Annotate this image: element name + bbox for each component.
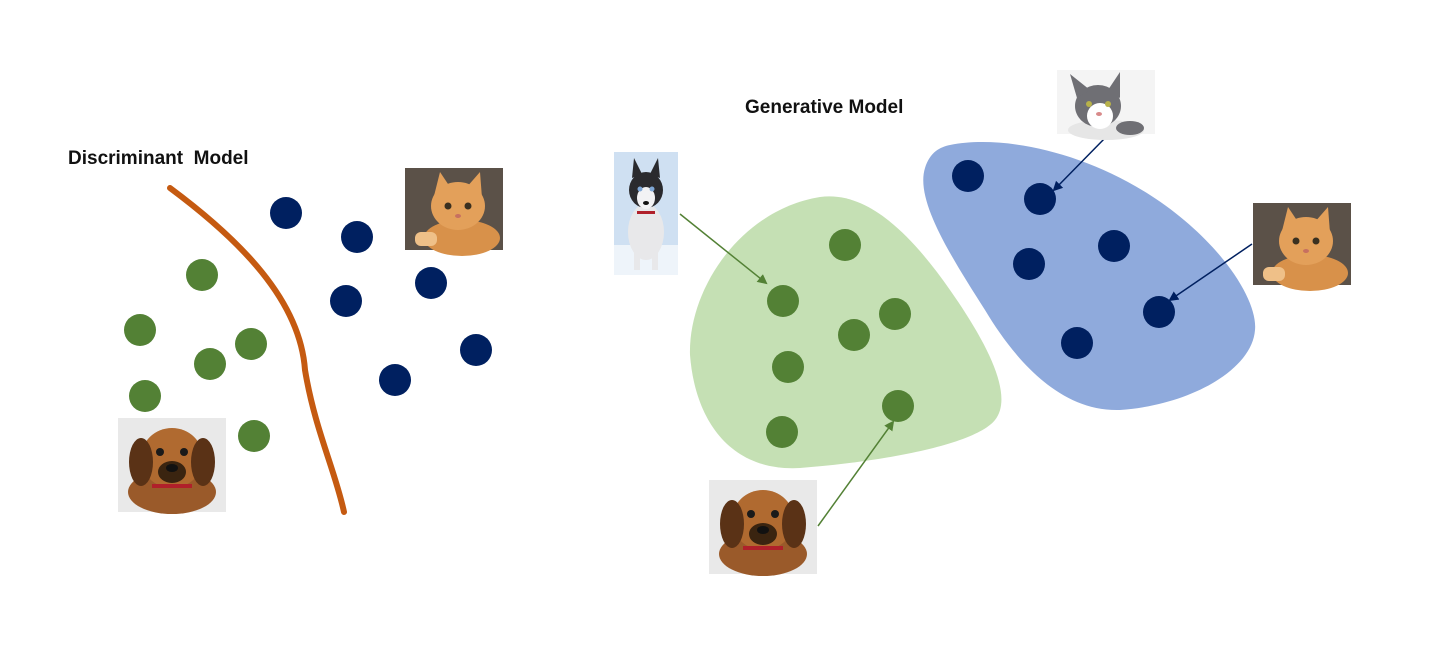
- dog-point: [882, 390, 914, 422]
- dog-class-points: [124, 259, 270, 452]
- kitten-photo: [1253, 203, 1351, 291]
- puppy-photo: [118, 418, 226, 514]
- cat-point: [1013, 248, 1045, 280]
- cat-point: [1143, 296, 1175, 328]
- cat-point: [1098, 230, 1130, 262]
- dog-point: [766, 416, 798, 448]
- gray-cat-arrow: [1052, 136, 1107, 192]
- generative-cat-points: [952, 160, 1175, 359]
- gray-cat-photo: [1057, 70, 1155, 140]
- cat-point: [1061, 327, 1093, 359]
- dog-point: [186, 259, 218, 291]
- dog-point: [124, 314, 156, 346]
- dog-point: [129, 380, 161, 412]
- dog-point: [194, 348, 226, 380]
- kitten-photo: [405, 168, 503, 256]
- dog-point: [238, 420, 270, 452]
- cat-point: [415, 267, 447, 299]
- cat-class-region: [923, 142, 1256, 411]
- cat-point: [952, 160, 984, 192]
- cat-point: [330, 285, 362, 317]
- dog-point: [879, 298, 911, 330]
- dog-point: [235, 328, 267, 360]
- dog-point: [838, 319, 870, 351]
- cat-point: [1024, 183, 1056, 215]
- dog-point: [772, 351, 804, 383]
- cat-point: [460, 334, 492, 366]
- husky-arrow: [679, 213, 768, 285]
- cat-point: [341, 221, 373, 253]
- cat-point: [379, 364, 411, 396]
- generative-model-title: Generative Model: [745, 97, 904, 118]
- kitten-arrow: [1168, 243, 1253, 302]
- dog-point: [767, 285, 799, 317]
- cat-class-points: [270, 197, 492, 396]
- puppy-photo: [709, 480, 817, 576]
- dog-point: [829, 229, 861, 261]
- discriminant-model-title: Discriminant Model: [68, 148, 249, 169]
- cat-point: [270, 197, 302, 229]
- puppy-arrow: [817, 420, 895, 527]
- decision-boundary-curve: [167, 185, 347, 515]
- generative-dog-points: [766, 229, 914, 448]
- husky-photo: [614, 152, 678, 275]
